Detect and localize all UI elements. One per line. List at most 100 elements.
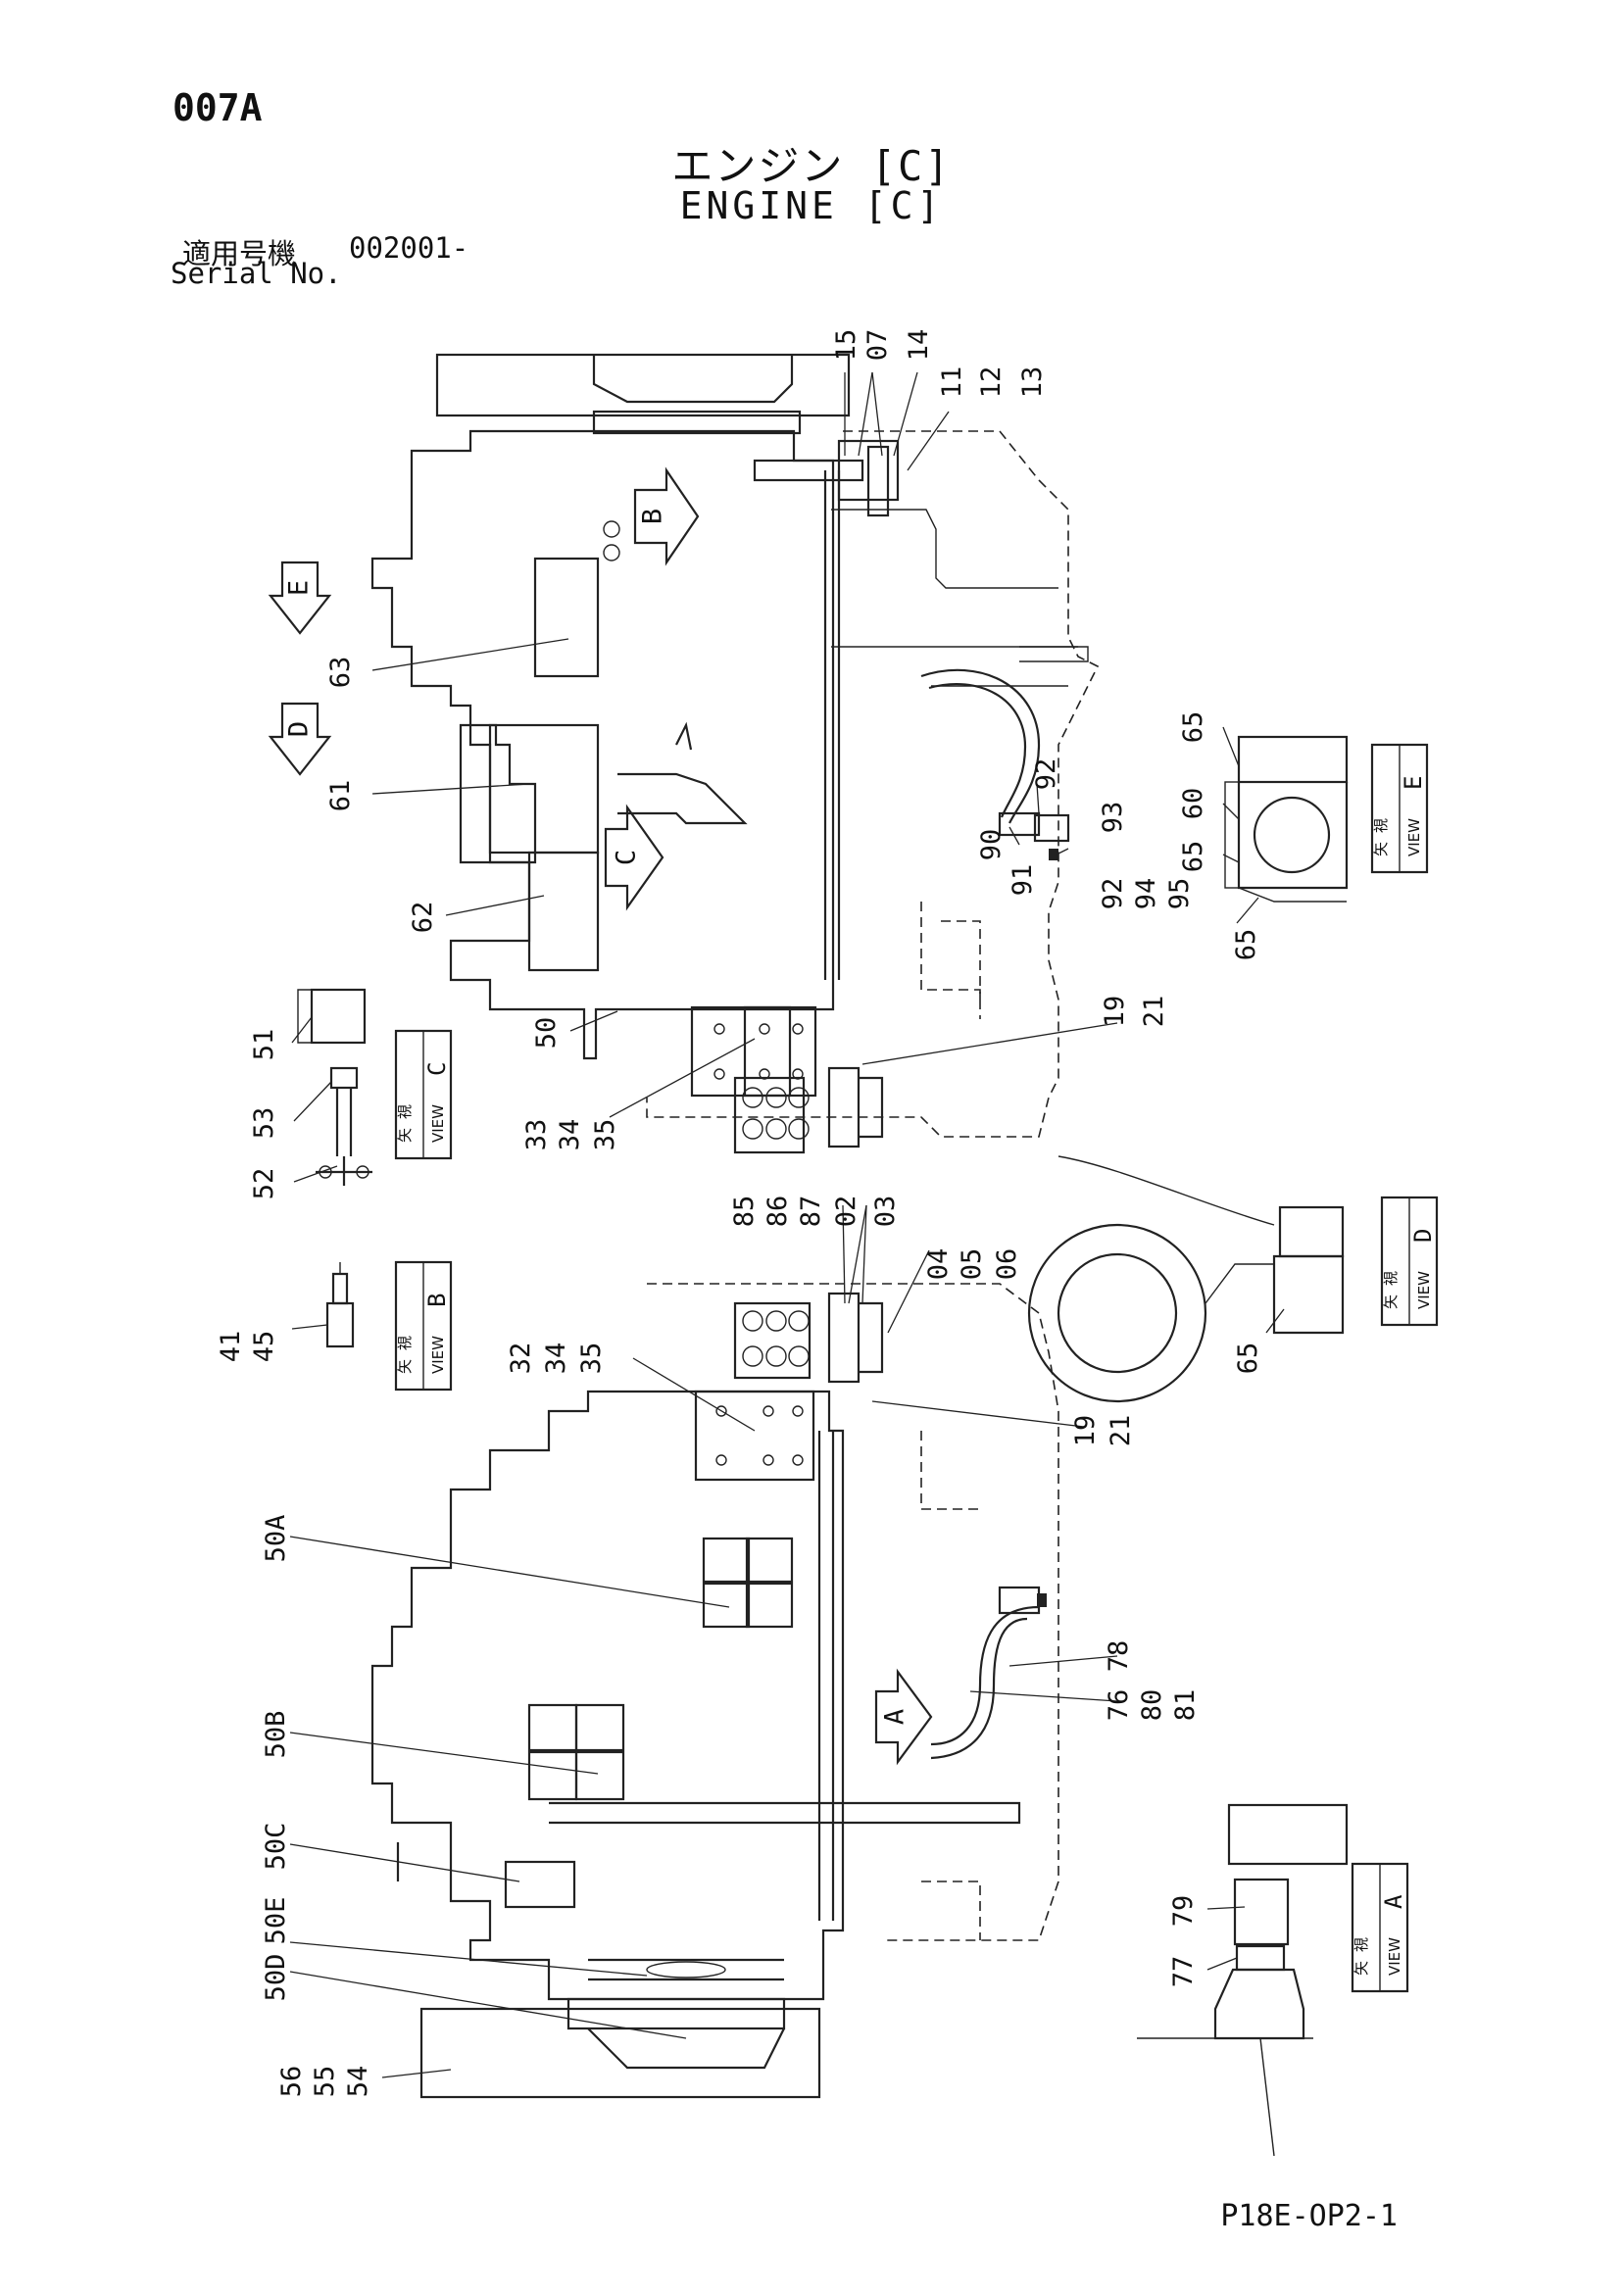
footer-drawing-code: P18E-OP2-1	[1220, 2199, 1398, 2233]
view-a-detail	[1137, 1803, 1349, 2157]
svg-text:視: 視	[396, 1104, 414, 1119]
callout-05: 05	[957, 1248, 987, 1281]
callout-92-b: 92	[1098, 878, 1128, 910]
callout-34-lower: 34	[541, 1343, 571, 1375]
view-c-detail	[297, 988, 372, 1186]
callout-81: 81	[1170, 1689, 1201, 1722]
serial-label-english: Serial No.	[171, 257, 342, 290]
callout-50: 50	[531, 1017, 562, 1050]
view-arrow-e: E	[268, 561, 332, 635]
lower-engine-view	[370, 1283, 1059, 2099]
callout-02: 02	[831, 1196, 861, 1228]
svg-text:A: A	[1380, 1894, 1407, 1909]
upper-engine-view	[370, 353, 1100, 1154]
svg-text:B: B	[423, 1294, 451, 1307]
svg-text:C: C	[423, 1062, 451, 1076]
callout-54: 54	[343, 2066, 373, 2098]
callout-50C: 50C	[261, 1823, 291, 1871]
callout-60: 60	[1178, 788, 1208, 820]
callout-19-upper: 19	[1100, 996, 1130, 1028]
callout-93: 93	[1098, 802, 1128, 834]
view-arrow-e-letter: E	[284, 580, 315, 596]
view-box-b: 矢 視 VIEW B	[394, 1260, 453, 1392]
view-box-d: 矢 視 VIEW D	[1380, 1196, 1439, 1327]
callout-90: 90	[976, 829, 1007, 861]
callout-76: 76	[1104, 1689, 1134, 1722]
callout-12: 12	[976, 366, 1007, 399]
callout-13: 13	[1017, 366, 1048, 399]
callout-78: 78	[1104, 1640, 1134, 1673]
callout-86: 86	[762, 1196, 793, 1228]
view-box-a: 矢 視 VIEW A	[1351, 1862, 1409, 1993]
callout-80: 80	[1137, 1689, 1167, 1722]
svg-text:視: 視	[1352, 1937, 1370, 1952]
callout-50A: 50A	[261, 1515, 291, 1563]
view-arrow-b: B	[633, 466, 700, 566]
callout-04: 04	[923, 1248, 954, 1281]
view-e-detail	[1224, 735, 1349, 903]
callout-56: 56	[276, 2066, 307, 2098]
callout-87: 87	[796, 1196, 826, 1228]
svg-text:矢: 矢	[1382, 1295, 1400, 1309]
callout-50B: 50B	[261, 1711, 291, 1759]
serial-number-value: 002001-	[349, 231, 469, 265]
leader-lines	[289, 371, 1285, 2078]
title-english: ENGINE [C]	[679, 184, 944, 227]
view-box-e: 矢 視 VIEW E	[1370, 743, 1429, 874]
callout-35-upper: 35	[590, 1119, 620, 1151]
callout-35-lower: 35	[576, 1343, 607, 1375]
callout-32: 32	[506, 1343, 536, 1375]
svg-text:E: E	[1400, 776, 1427, 790]
view-arrow-d: D	[268, 702, 332, 776]
svg-text:VIEW: VIEW	[1386, 1937, 1403, 1976]
view-arrow-b-letter: B	[638, 509, 668, 524]
svg-text:VIEW: VIEW	[429, 1104, 447, 1143]
callout-95: 95	[1164, 878, 1195, 910]
callout-50E: 50E	[261, 1897, 291, 1945]
callout-52: 52	[249, 1168, 279, 1200]
svg-text:矢: 矢	[1372, 842, 1390, 856]
view-box-c: 矢 視 VIEW C	[394, 1029, 453, 1160]
callout-11: 11	[937, 366, 967, 399]
callout-21-upper: 21	[1139, 996, 1169, 1028]
svg-text:視: 視	[1382, 1271, 1400, 1286]
svg-text:D: D	[1409, 1229, 1437, 1243]
callout-65-d: 65	[1233, 1343, 1263, 1375]
callout-45: 45	[249, 1331, 279, 1363]
view-arrow-d-letter: D	[284, 721, 315, 737]
callout-14: 14	[904, 329, 934, 362]
callout-55: 55	[310, 2066, 340, 2098]
view-b-detail	[325, 1262, 355, 1348]
svg-text:VIEW: VIEW	[1415, 1271, 1433, 1309]
svg-text:VIEW: VIEW	[1405, 818, 1423, 856]
callout-85: 85	[729, 1196, 760, 1228]
callout-15: 15	[831, 329, 861, 362]
callout-33: 33	[521, 1119, 552, 1151]
callout-65-c: 65	[1231, 929, 1261, 961]
title-japanese: エンジン [C]	[671, 142, 952, 190]
callout-79: 79	[1168, 1895, 1199, 1928]
svg-text:矢: 矢	[396, 1128, 414, 1143]
callout-65-b: 65	[1178, 841, 1208, 873]
view-arrow-a-letter: A	[880, 1709, 910, 1725]
callout-92-a: 92	[1031, 758, 1061, 791]
serial-label-japanese: 適用号機	[182, 237, 297, 270]
svg-text:VIEW: VIEW	[429, 1336, 447, 1374]
callout-34-upper: 34	[555, 1119, 585, 1151]
callout-61: 61	[325, 780, 356, 812]
callout-51: 51	[249, 1029, 279, 1061]
svg-text:視: 視	[1372, 818, 1390, 833]
callout-21-lower: 21	[1106, 1415, 1136, 1447]
callout-53: 53	[249, 1107, 279, 1140]
svg-text:矢: 矢	[1352, 1961, 1370, 1976]
view-arrow-a: A	[874, 1668, 933, 1766]
callout-50D: 50D	[261, 1954, 291, 2002]
callout-91: 91	[1008, 864, 1038, 897]
callout-19-lower: 19	[1070, 1415, 1101, 1447]
view-arrow-c: C	[604, 804, 664, 911]
view-d-detail	[1027, 1155, 1345, 1403]
callout-77: 77	[1168, 1956, 1199, 1988]
svg-text:視: 視	[396, 1336, 414, 1350]
view-arrow-c-letter: C	[612, 850, 642, 865]
